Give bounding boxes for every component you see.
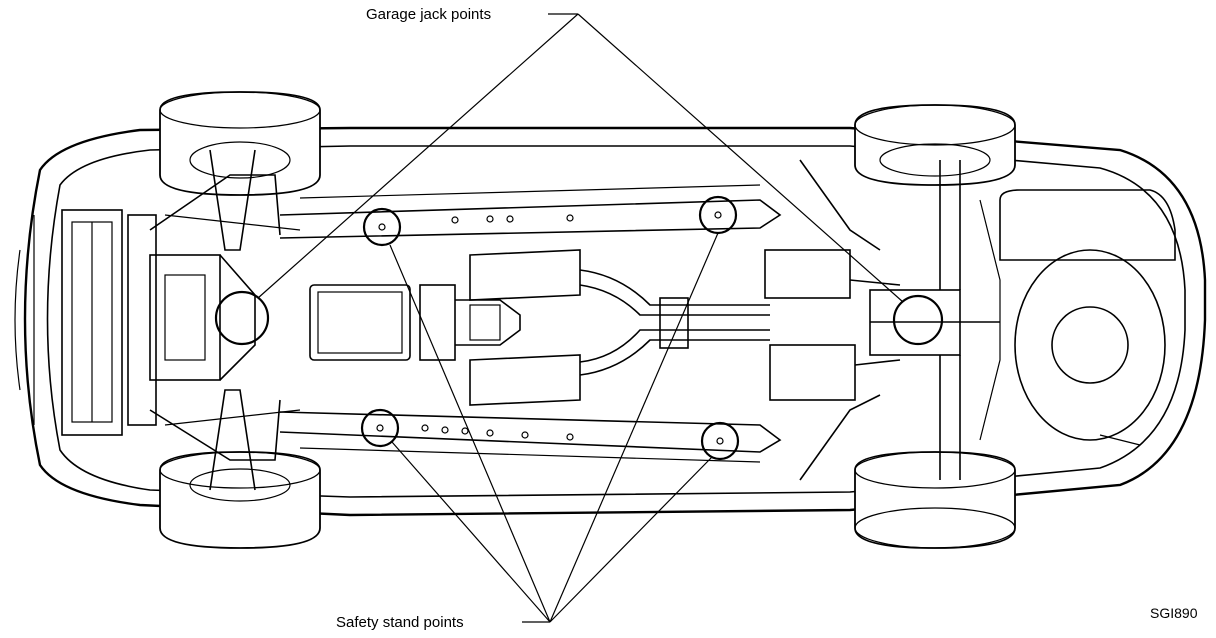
spare-tire (1014, 249, 1166, 446)
fuel-tank (999, 189, 1176, 261)
safety-stand-point-front-left (362, 207, 402, 247)
rear-axle (799, 159, 1001, 481)
exhaust-system (469, 249, 901, 406)
garage-jack-point-front (214, 290, 270, 346)
safety-stand-leader-lines (389, 232, 719, 623)
rear-left-tire (854, 104, 1016, 186)
garage-jack-leader-lines (257, 13, 904, 303)
safety-stand-point-rear-right (700, 421, 740, 461)
front-crossmember (61, 209, 157, 436)
engine-transmission (309, 284, 521, 361)
front-right-tire (159, 451, 321, 549)
safety-stand-points-label: Safety stand points (336, 614, 464, 631)
figure-code: SGI890 (1150, 605, 1198, 621)
garage-jack-points-label: Garage jack points (366, 6, 491, 23)
front-left-tire (159, 91, 321, 196)
garage-jack-point-rear (892, 294, 944, 346)
safety-stand-point-front-right (360, 408, 400, 448)
safety-stand-point-rear-left (698, 195, 738, 235)
vehicle-body (14, 126, 1207, 517)
front-suspension (149, 149, 301, 491)
frame-rails (279, 184, 782, 463)
rear-right-tire (854, 451, 1016, 549)
